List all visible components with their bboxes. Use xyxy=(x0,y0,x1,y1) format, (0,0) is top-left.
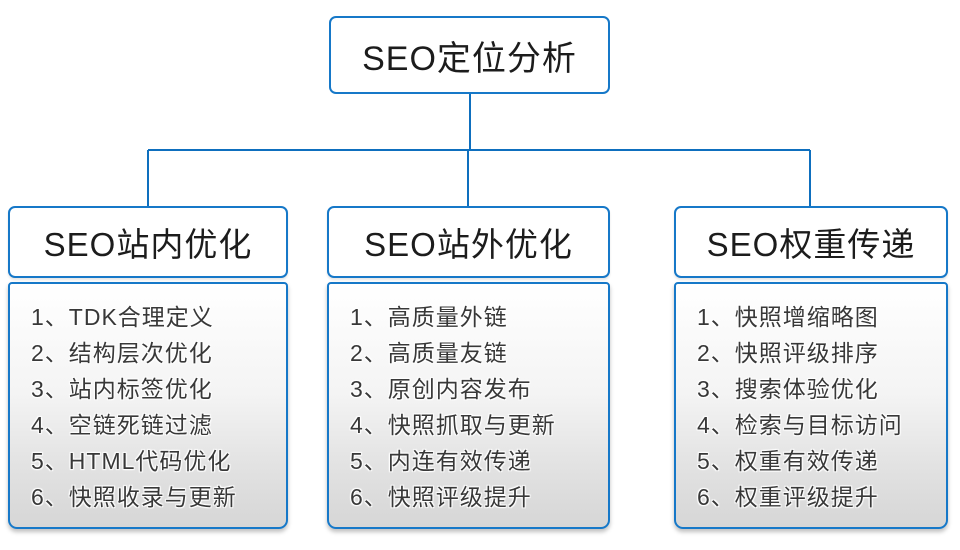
root-node-seo-positioning: SEO定位分析 xyxy=(329,16,610,94)
root-node-label: SEO定位分析 xyxy=(362,39,577,78)
list-item: 1、快照增缩略图 xyxy=(697,304,879,330)
list-item: 3、搜索体验优化 xyxy=(697,376,879,402)
list-item: 6、权重评级提升 xyxy=(697,484,879,510)
list-item: 2、高质量友链 xyxy=(350,340,508,366)
list-item: 6、快照收录与更新 xyxy=(31,484,237,510)
branch-offsite-optimization: SEO站外优化 1、高质量外链 2、高质量友链 3、原创内容发布 4、快照抓取与… xyxy=(327,206,610,529)
branch-title: SEO权重传递 xyxy=(706,226,916,263)
branch-header-onsite: SEO站内优化 xyxy=(8,206,288,278)
branch-onsite-optimization: SEO站内优化 1、TDK合理定义 2、结构层次优化 3、站内标签优化 4、空链… xyxy=(8,206,288,529)
list-item: 4、检索与目标访问 xyxy=(697,412,903,438)
list-item: 1、TDK合理定义 xyxy=(31,304,214,330)
list-item: 2、结构层次优化 xyxy=(31,340,213,366)
list-item: 5、HTML代码优化 xyxy=(31,448,232,474)
list-item: 2、快照评级排序 xyxy=(697,340,879,366)
branch-header-weight: SEO权重传递 xyxy=(674,206,948,278)
list-item: 4、快照抓取与更新 xyxy=(350,412,556,438)
branch-weight-transfer: SEO权重传递 1、快照增缩略图 2、快照评级排序 3、搜索体验优化 4、检索与… xyxy=(674,206,948,529)
list-item: 1、高质量外链 xyxy=(350,304,508,330)
branch-list-offsite: 1、高质量外链 2、高质量友链 3、原创内容发布 4、快照抓取与更新 5、内连有… xyxy=(327,282,610,529)
list-item: 6、快照评级提升 xyxy=(350,484,532,510)
list-item: 4、空链死链过滤 xyxy=(31,412,213,438)
branch-title: SEO站内优化 xyxy=(43,226,253,263)
branch-list-onsite: 1、TDK合理定义 2、结构层次优化 3、站内标签优化 4、空链死链过滤 5、H… xyxy=(8,282,288,529)
list-item: 3、站内标签优化 xyxy=(31,376,213,402)
list-item: 5、内连有效传递 xyxy=(350,448,532,474)
list-item: 5、权重有效传递 xyxy=(697,448,879,474)
list-item: 3、原创内容发布 xyxy=(350,376,532,402)
branch-title: SEO站外优化 xyxy=(364,226,573,263)
branch-list-weight: 1、快照增缩略图 2、快照评级排序 3、搜索体验优化 4、检索与目标访问 5、权… xyxy=(674,282,948,529)
branch-header-offsite: SEO站外优化 xyxy=(327,206,610,278)
